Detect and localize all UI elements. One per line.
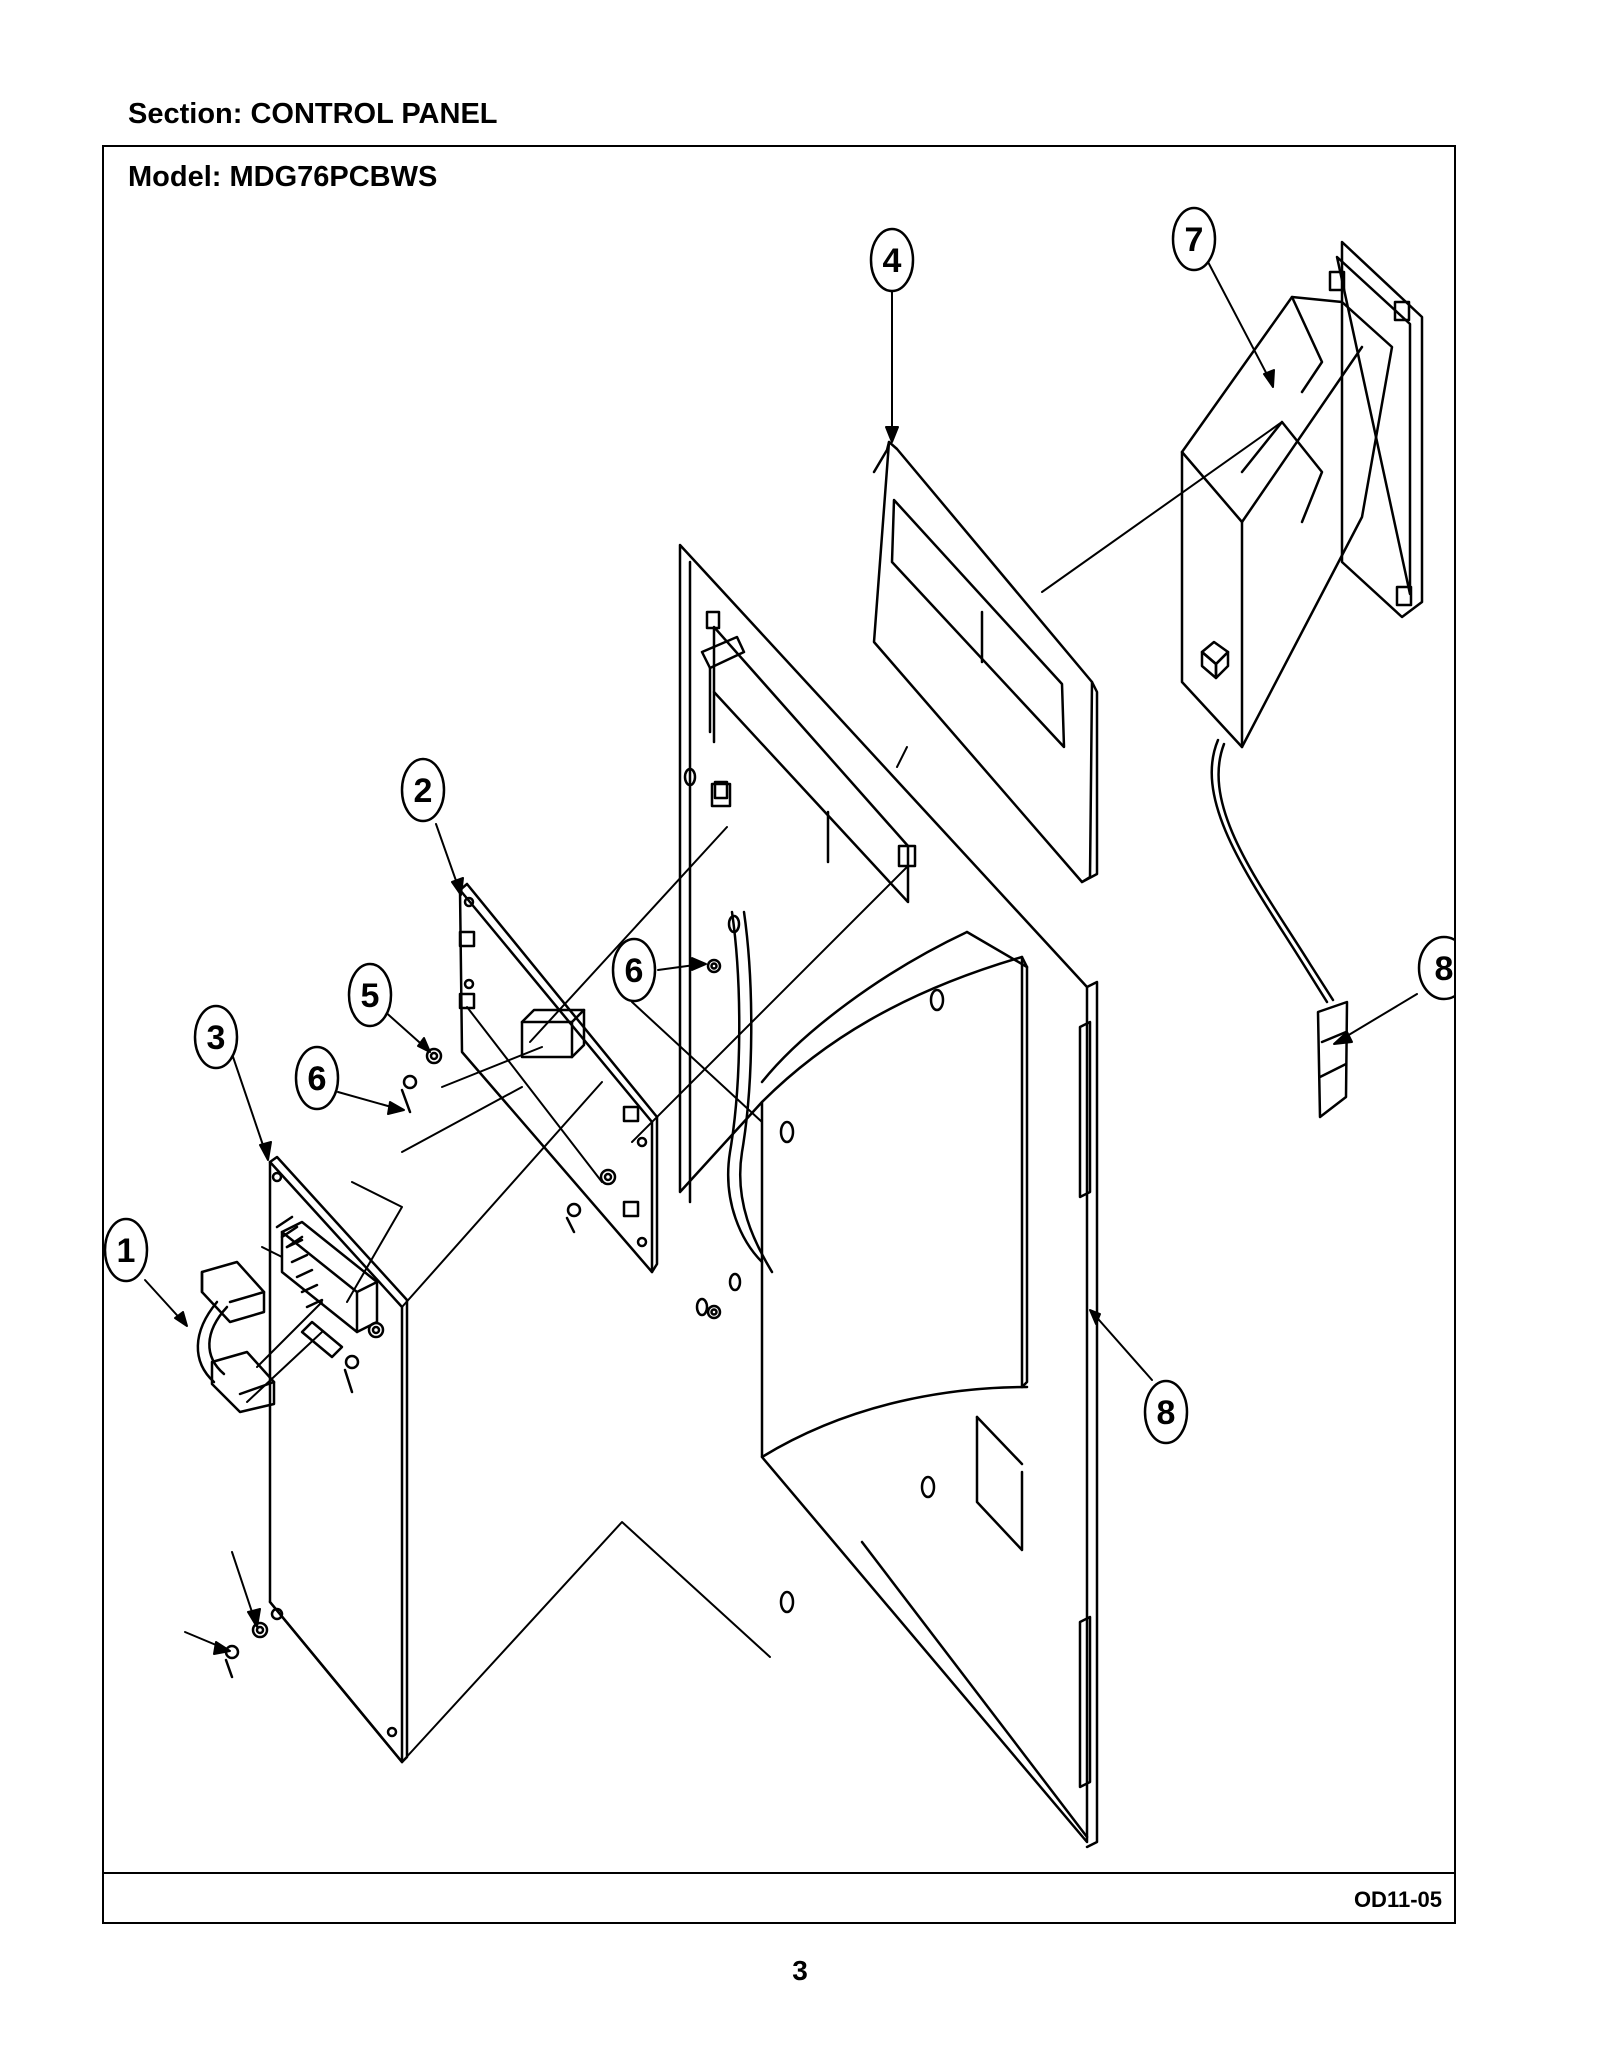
model-label: Model: MDG76PCBWS (128, 161, 438, 193)
svg-text:6: 6 (625, 952, 644, 990)
svg-text:6: 6 (308, 1060, 327, 1098)
part-ribbon-cable (196, 1260, 276, 1414)
page-number: 3 (792, 1955, 808, 1986)
callout-1: 1 (104, 1217, 149, 1283)
callout-bubbles: 4 7 8 2 6 5 3 (104, 206, 1454, 1445)
callout-8: 8 8 6 8 8 6 8 8 8 8 8 8 8 8 6 8 8 8 8 8 (1143, 1379, 1189, 1445)
svg-text:3: 3 (207, 1019, 226, 1057)
svg-text:8: 8 (1435, 950, 1454, 988)
svg-text:7: 7 (1185, 221, 1204, 259)
drawing-code: OD11-05 (1353, 1887, 1442, 1912)
svg-text:5: 5 (361, 977, 380, 1015)
callout-9: 7 (1171, 206, 1217, 272)
callout-10: 8 (1417, 935, 1454, 1001)
part-housing (1180, 240, 1424, 1004)
callout-2: 2 (400, 757, 446, 823)
assembly-lines (246, 421, 1283, 1763)
footer-divider (104, 1872, 1454, 1874)
part-hardware (224, 610, 729, 1679)
svg-text:6: 6 (308, 1060, 327, 1098)
part-connector (1316, 1000, 1349, 1119)
callout-3: 3 (193, 1004, 239, 1070)
section-title: Section: CONTROL PANEL (128, 98, 498, 130)
svg-text:8: 8 (1157, 1394, 1176, 1432)
svg-text:1: 1 (117, 1232, 136, 1270)
callout-leaders (144, 259, 1418, 1655)
callout-5a: 5 (347, 962, 393, 1028)
part-circuit-board (458, 882, 659, 1274)
part-control-panel (678, 543, 1099, 1849)
svg-text:2: 2 (414, 772, 433, 810)
svg-text:4: 4 (883, 242, 902, 280)
exploded-parts-diagram: 4 7 8 2 6 5 3 (104, 206, 1454, 1849)
diagram-frame: Model: MDG76PCBWS (102, 145, 1456, 1924)
part-mount-bracket (268, 1155, 409, 1764)
callout-7: 6 (611, 937, 657, 1003)
part-overlay (872, 440, 1099, 884)
callout-4: 4 (869, 227, 915, 293)
callout-6a: 6 6 6 (294, 1045, 340, 1111)
